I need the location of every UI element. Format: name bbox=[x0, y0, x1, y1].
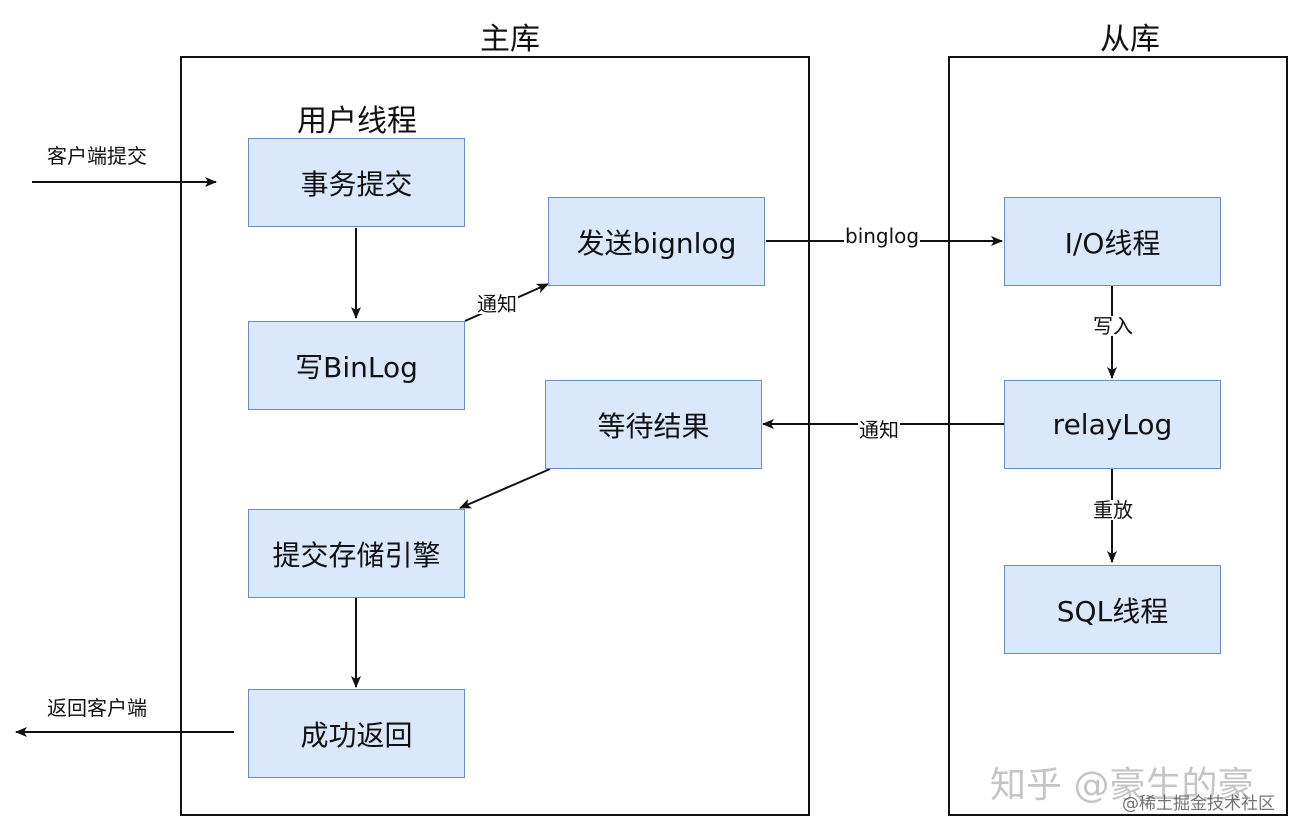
master-db-container bbox=[180, 56, 810, 816]
node-relay-log: relayLog bbox=[1004, 380, 1221, 469]
label-notify-wait: 通知 bbox=[858, 418, 900, 442]
label-return-client: 返回客户端 bbox=[46, 696, 148, 720]
user-thread-label: 用户线程 bbox=[297, 104, 417, 139]
label-write-in: 写入 bbox=[1092, 314, 1134, 338]
node-transaction-commit: 事务提交 bbox=[248, 138, 465, 227]
watermark-zhihu: 知乎 @豪生的豪 bbox=[990, 765, 1254, 806]
slave-db-container bbox=[948, 56, 1288, 816]
label-client-commit: 客户端提交 bbox=[46, 144, 148, 168]
node-commit-storage-engine: 提交存储引擎 bbox=[248, 509, 465, 598]
label-notify-send: 通知 bbox=[476, 292, 518, 316]
node-wait-result: 等待结果 bbox=[545, 380, 762, 469]
node-send-binlog: 发送bignlog bbox=[548, 197, 765, 286]
node-write-binlog: 写BinLog bbox=[248, 321, 465, 410]
watermark-juejin: @稀土掘金技术社区 bbox=[1122, 794, 1275, 814]
label-replay: 重放 bbox=[1092, 498, 1134, 522]
node-sql-thread: SQL线程 bbox=[1004, 565, 1221, 654]
slave-db-title: 从库 bbox=[1100, 22, 1160, 57]
master-db-title: 主库 bbox=[480, 22, 540, 57]
node-return-success: 成功返回 bbox=[248, 689, 465, 778]
edge-wait-to-commit-engine bbox=[459, 468, 551, 509]
node-io-thread: I/O线程 bbox=[1004, 197, 1221, 286]
label-binlog: binglog bbox=[844, 224, 921, 248]
